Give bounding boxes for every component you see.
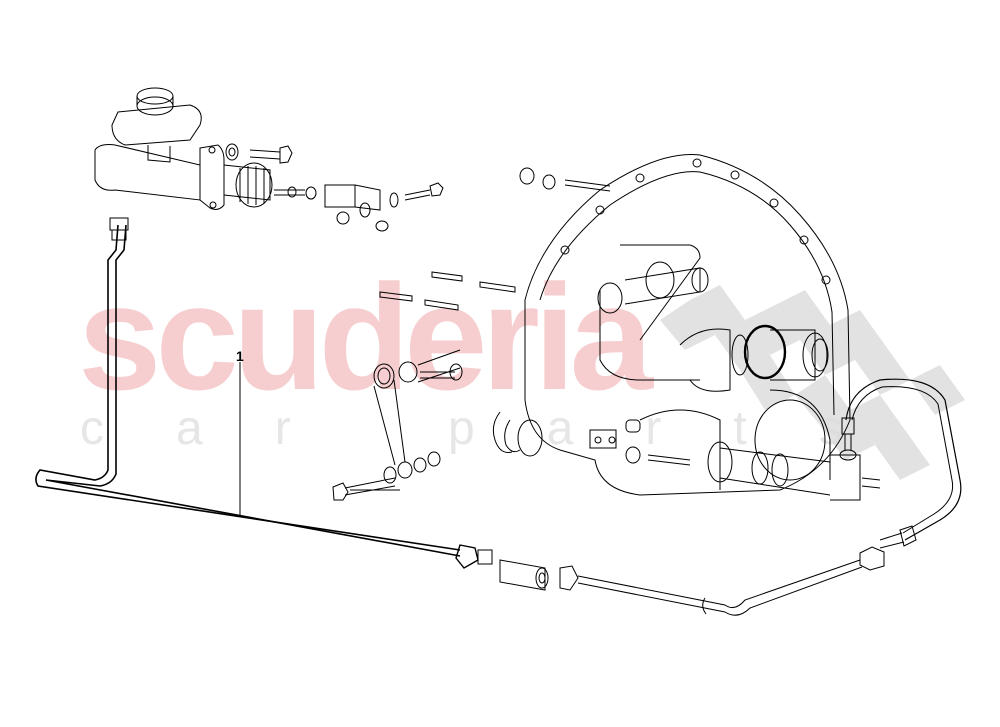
pipe-1: [35, 217, 493, 569]
master-cylinder: [94, 87, 305, 210]
dowel-pins: [379, 271, 516, 311]
bolt-set-top-left: [225, 143, 444, 232]
studs-top: [519, 167, 611, 192]
watermark-car-parts: car parts: [80, 402, 915, 455]
release-lever: [332, 349, 463, 501]
slave-cylinder: [589, 419, 881, 501]
union-connector: [499, 546, 885, 616]
bell-housing: [524, 153, 851, 496]
watermark-scuderia: scuderia: [78, 253, 653, 421]
flex-hose: [841, 378, 962, 549]
callout-label-1: 1: [236, 348, 244, 364]
circlips: [492, 411, 543, 457]
